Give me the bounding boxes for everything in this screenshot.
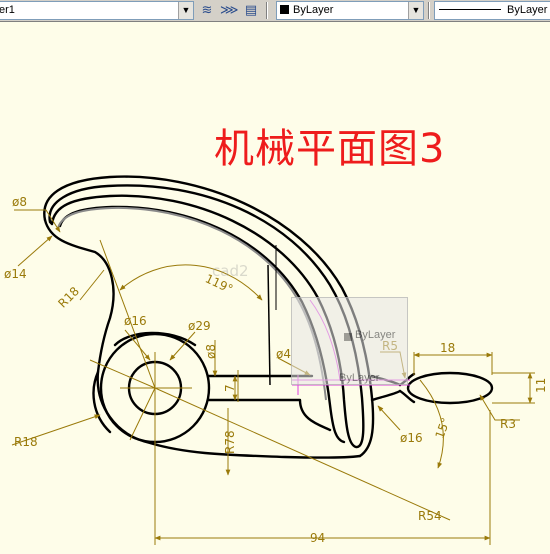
dim-r78: R78 bbox=[223, 430, 237, 454]
linetype-sample bbox=[439, 9, 501, 10]
dim-d16-right: ø16 bbox=[400, 431, 423, 445]
color-swatch bbox=[280, 5, 289, 14]
toolbar-separator bbox=[266, 2, 268, 19]
dim-d16-left: ø16 bbox=[124, 314, 147, 328]
pin-end bbox=[406, 371, 494, 405]
dim-r18-left: R18 bbox=[14, 435, 38, 449]
body-outline bbox=[43, 218, 362, 459]
dim-d7: 7 bbox=[223, 384, 237, 392]
properties-toolbar: er1 ▼ ≋ ⋙ ▤ ByLayer ▼ ByLayer bbox=[0, 0, 550, 22]
arc-slot bbox=[48, 184, 365, 449]
layer-states-icon[interactable]: ▤ bbox=[244, 3, 258, 18]
lower-body bbox=[92, 370, 112, 434]
drawing-svg: ø8 ø14 R18 119° ø16 ø29 ø8 ø4 R5 18 11 7… bbox=[4, 175, 548, 545]
make-current-layer-icon[interactable]: ≋ bbox=[201, 3, 213, 18]
drawing-canvas[interactable]: ø8 ø14 R18 119° ø16 ø29 ø8 ø4 R5 18 11 7… bbox=[0, 22, 550, 550]
dim-d8-mid: ø8 bbox=[204, 344, 218, 359]
layer-dropdown[interactable]: er1 ▼ bbox=[0, 1, 194, 20]
dim-d8-top: ø8 bbox=[12, 195, 27, 209]
dim-d29: ø29 bbox=[188, 319, 211, 333]
dim-r18-top: R18 bbox=[55, 284, 82, 311]
popup-linetype-text: ByLayer bbox=[339, 372, 380, 384]
dim-a15: 15° bbox=[433, 416, 453, 441]
drawing-title: 机械平面图3 bbox=[214, 126, 446, 172]
dim-d94: 94 bbox=[310, 531, 325, 545]
dim-r54: R54 bbox=[418, 509, 442, 523]
dim-d4: ø4 bbox=[276, 347, 291, 361]
watermark: cad2 bbox=[212, 262, 249, 280]
quick-properties-popup: ByLayer ByLayer bbox=[291, 297, 408, 385]
dimension-lines bbox=[11, 209, 535, 545]
chevron-down-icon[interactable]: ▼ bbox=[178, 2, 193, 19]
chevron-down-icon[interactable]: ▼ bbox=[408, 2, 423, 19]
color-dropdown-value: ByLayer bbox=[293, 4, 334, 16]
layer-previous-icon[interactable]: ⋙ bbox=[220, 3, 239, 18]
dim-r3: R3 bbox=[500, 417, 516, 431]
dim-d14: ø14 bbox=[4, 267, 27, 281]
popup-layer-text: ByLayer bbox=[355, 329, 396, 341]
linetype-dropdown-value: ByLayer bbox=[507, 4, 548, 16]
dim-d11: 11 bbox=[534, 378, 548, 393]
outer-arm-outline bbox=[43, 175, 375, 458]
color-dropdown[interactable]: ByLayer ▼ bbox=[276, 1, 424, 20]
popup-color-swatch bbox=[344, 333, 352, 341]
linetype-dropdown[interactable]: ByLayer bbox=[434, 1, 550, 20]
toolbar-separator bbox=[428, 2, 430, 19]
layer-dropdown-value: er1 bbox=[0, 4, 15, 16]
dim-d18: 18 bbox=[440, 341, 455, 355]
